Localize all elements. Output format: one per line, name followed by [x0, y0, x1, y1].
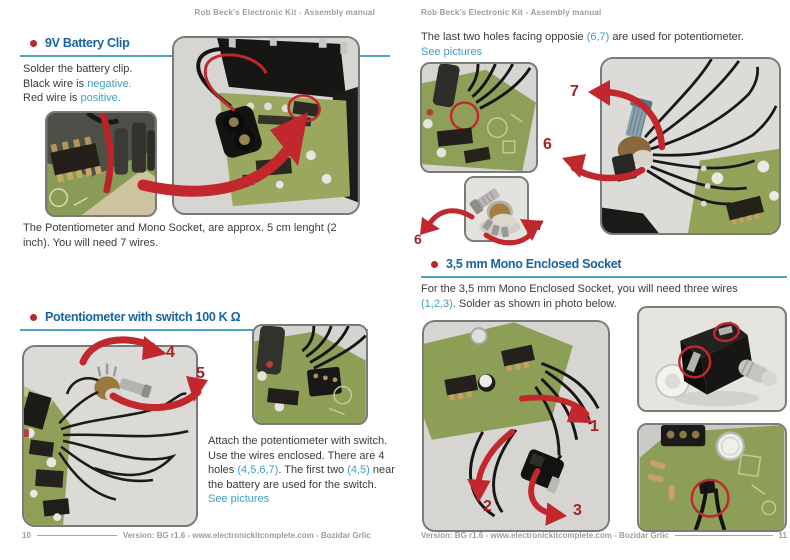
- holes-67-highlight: (6,7): [586, 31, 610, 43]
- see-pictures-link-right[interactable]: See pictures: [421, 45, 483, 58]
- photo-battery-clip-large: [172, 36, 360, 215]
- photo-socket-wiring: [422, 320, 610, 532]
- photo-mono-socket-closeup: [637, 306, 787, 412]
- section-title-mono-socket: 3,5 mm Mono Enclosed Socket: [446, 257, 622, 271]
- photo-potentiometer-wires: [22, 345, 198, 527]
- arrow-label-7-small: 7: [536, 217, 544, 233]
- holes-highlight: (4,5,6,7): [237, 464, 279, 477]
- section-9v-battery-clip: 9V Battery Clip: [20, 36, 130, 50]
- battery-line1: Solder the battery clip.: [23, 63, 133, 75]
- bullet-icon: [431, 260, 438, 268]
- battery-instructions: Solder the battery clip. Black wire is n…: [23, 62, 198, 106]
- section-mono-socket: 3,5 mm Mono Enclosed Socket: [421, 257, 622, 271]
- photo-pcb-circled-holes: [420, 62, 538, 173]
- see-pictures-link-left[interactable]: See pictures: [208, 493, 270, 506]
- running-header-left: Rob Beck's Electronic Kit - Assembly man…: [194, 8, 375, 17]
- arrow-label-7: 7: [570, 83, 579, 100]
- photo-potentiometer-pcb-large: [600, 57, 781, 235]
- first-two-highlight: (4,5): [347, 464, 370, 477]
- pot-body-2: . The first two: [278, 464, 348, 477]
- section-title-potentiometer: Potentiometer with switch 100 K Ω: [45, 310, 241, 324]
- footer-right: Version: BG r1.6 - www.electronickitcomp…: [421, 531, 787, 540]
- wires-123-highlight: (1,2,3): [421, 297, 453, 310]
- arrow-label-4: 4: [166, 344, 175, 361]
- arrow-label-5: 5: [196, 365, 205, 382]
- battery-line3: Red wire is: [23, 92, 81, 105]
- arrow-label-1: 1: [590, 418, 599, 435]
- page-number-right: 11: [778, 531, 787, 540]
- negative-highlight: negative.: [87, 77, 132, 90]
- photo-pcb-closeup-battery: [45, 111, 157, 217]
- page-number-left: 10: [22, 531, 31, 540]
- section-title-battery: 9V Battery Clip: [45, 36, 130, 50]
- footer-divider: [36, 535, 117, 536]
- footer-divider: [674, 535, 773, 536]
- pot-body-3: near the battery are used for the switch…: [208, 464, 395, 491]
- potentiometer-instructions: Attach the potentiometer with switch. Us…: [208, 434, 398, 507]
- arrow-label-6: 6: [543, 136, 552, 153]
- intro-2: are used for potentiometer.: [609, 31, 744, 43]
- socket-body-1: For the 3,5 mm Mono Enclosed Socket, you…: [421, 283, 738, 295]
- section-rule-mono-socket: [421, 276, 787, 278]
- arrow-label-3: 3: [573, 502, 582, 519]
- arrow-label-2: 2: [483, 498, 492, 515]
- photo-socket-soldered: [637, 423, 787, 532]
- pot-body-1: Attach the potentiometer with switch. Us…: [208, 435, 388, 477]
- arrow-label-6-small: 6: [414, 231, 422, 247]
- photo-potentiometer-small: [464, 176, 529, 242]
- bullet-icon: [30, 39, 37, 47]
- section-potentiometer: Potentiometer with switch 100 K Ω: [20, 310, 241, 324]
- intro-1: The last two holes facing opposie: [421, 31, 587, 43]
- running-header-right: Rob Beck's Electronic Kit - Assembly man…: [421, 8, 602, 17]
- battery-caption: The Potentiometer and Mono Socket, are a…: [23, 222, 337, 249]
- bullet-icon: [30, 313, 37, 321]
- photo-pcb-wires: [252, 324, 368, 425]
- section-rule-potentiometer: [20, 329, 368, 331]
- positive-highlight: positive.: [80, 92, 121, 105]
- mono-socket-instructions: For the 3,5 mm Mono Enclosed Socket, you…: [421, 282, 775, 311]
- footer-version-left: Version: BG r1.6 - www.electronickitcomp…: [122, 531, 371, 540]
- socket-body-2: . Solder as shown in photo below.: [452, 297, 617, 310]
- footer-version-right: Version: BG r1.6 - www.electronickitcomp…: [421, 531, 669, 540]
- pot-continued-text: The last two holes facing opposie (6,7) …: [421, 30, 790, 59]
- footer-left: 10 Version: BG r1.6 - www.electronickitc…: [22, 531, 374, 540]
- battery-line2: Black wire is: [23, 77, 88, 90]
